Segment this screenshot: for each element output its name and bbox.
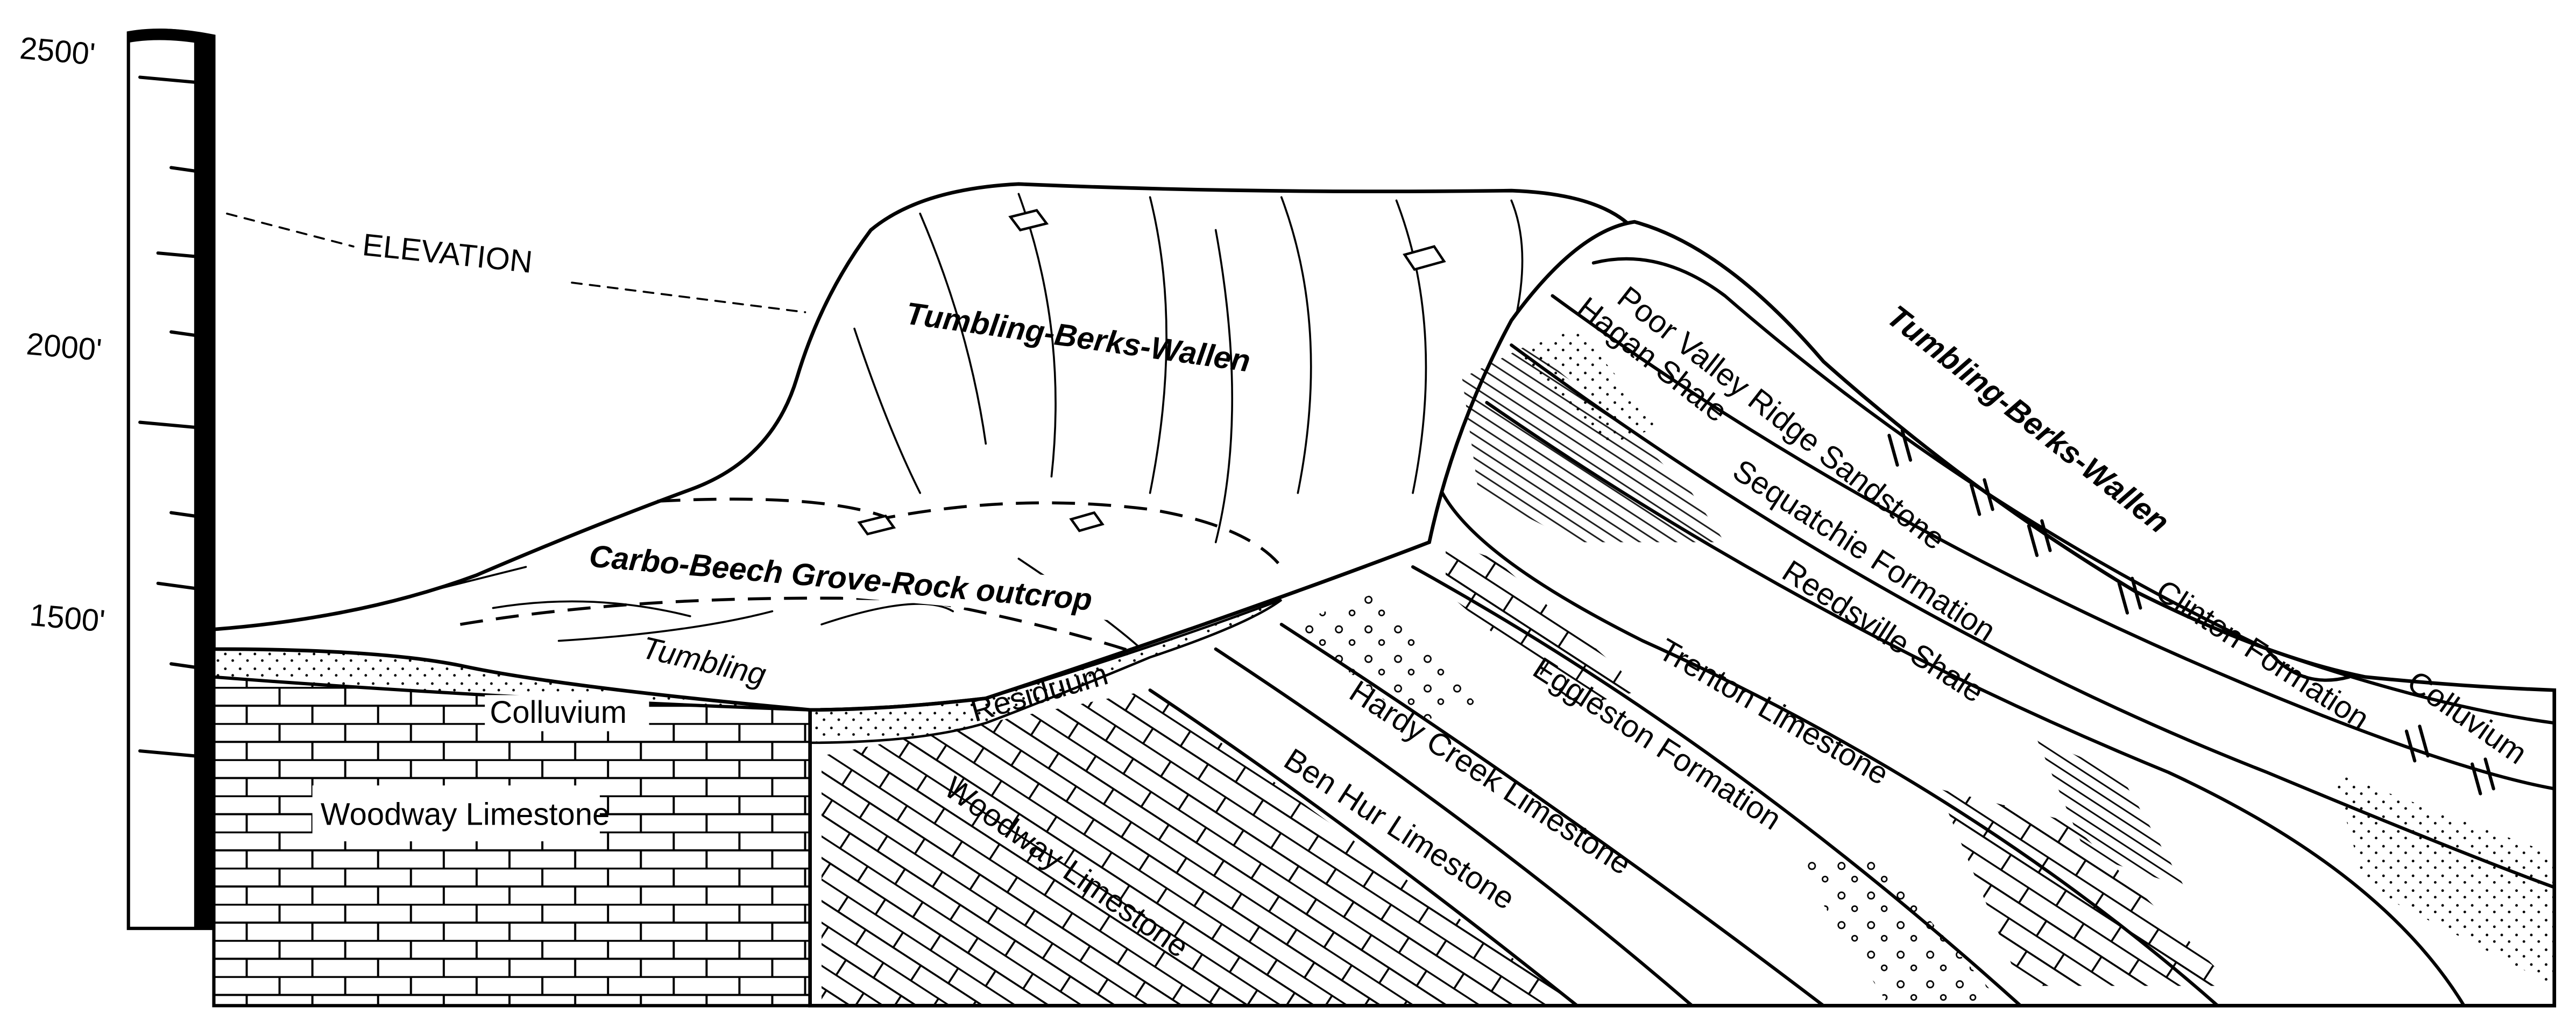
elevation-scale: 2500' 2000' 1500' ELEVATION — [18, 29, 806, 930]
left-block: Woodway Limestone Colluvium — [212, 648, 812, 1008]
woodway-limestone-left-label: Woodway Limestone — [321, 797, 610, 832]
fault-marks — [1887, 428, 2495, 796]
elevation-ticks — [138, 75, 196, 758]
tick-2500: 2500' — [18, 31, 96, 72]
mountain-surface: Tumbling-Berks-Wallen Carbo-Beech Grove-… — [212, 182, 1638, 712]
elevation-label: ELEVATION — [361, 227, 534, 280]
strata-face: Residuum Woodway Limestone Ben — [808, 220, 2557, 1008]
rock-outcrop-icons — [857, 209, 1446, 536]
colluvium-left-label: Colluvium — [490, 695, 627, 730]
tick-1500: 1500' — [29, 597, 107, 639]
tick-2000: 2000' — [25, 326, 103, 368]
